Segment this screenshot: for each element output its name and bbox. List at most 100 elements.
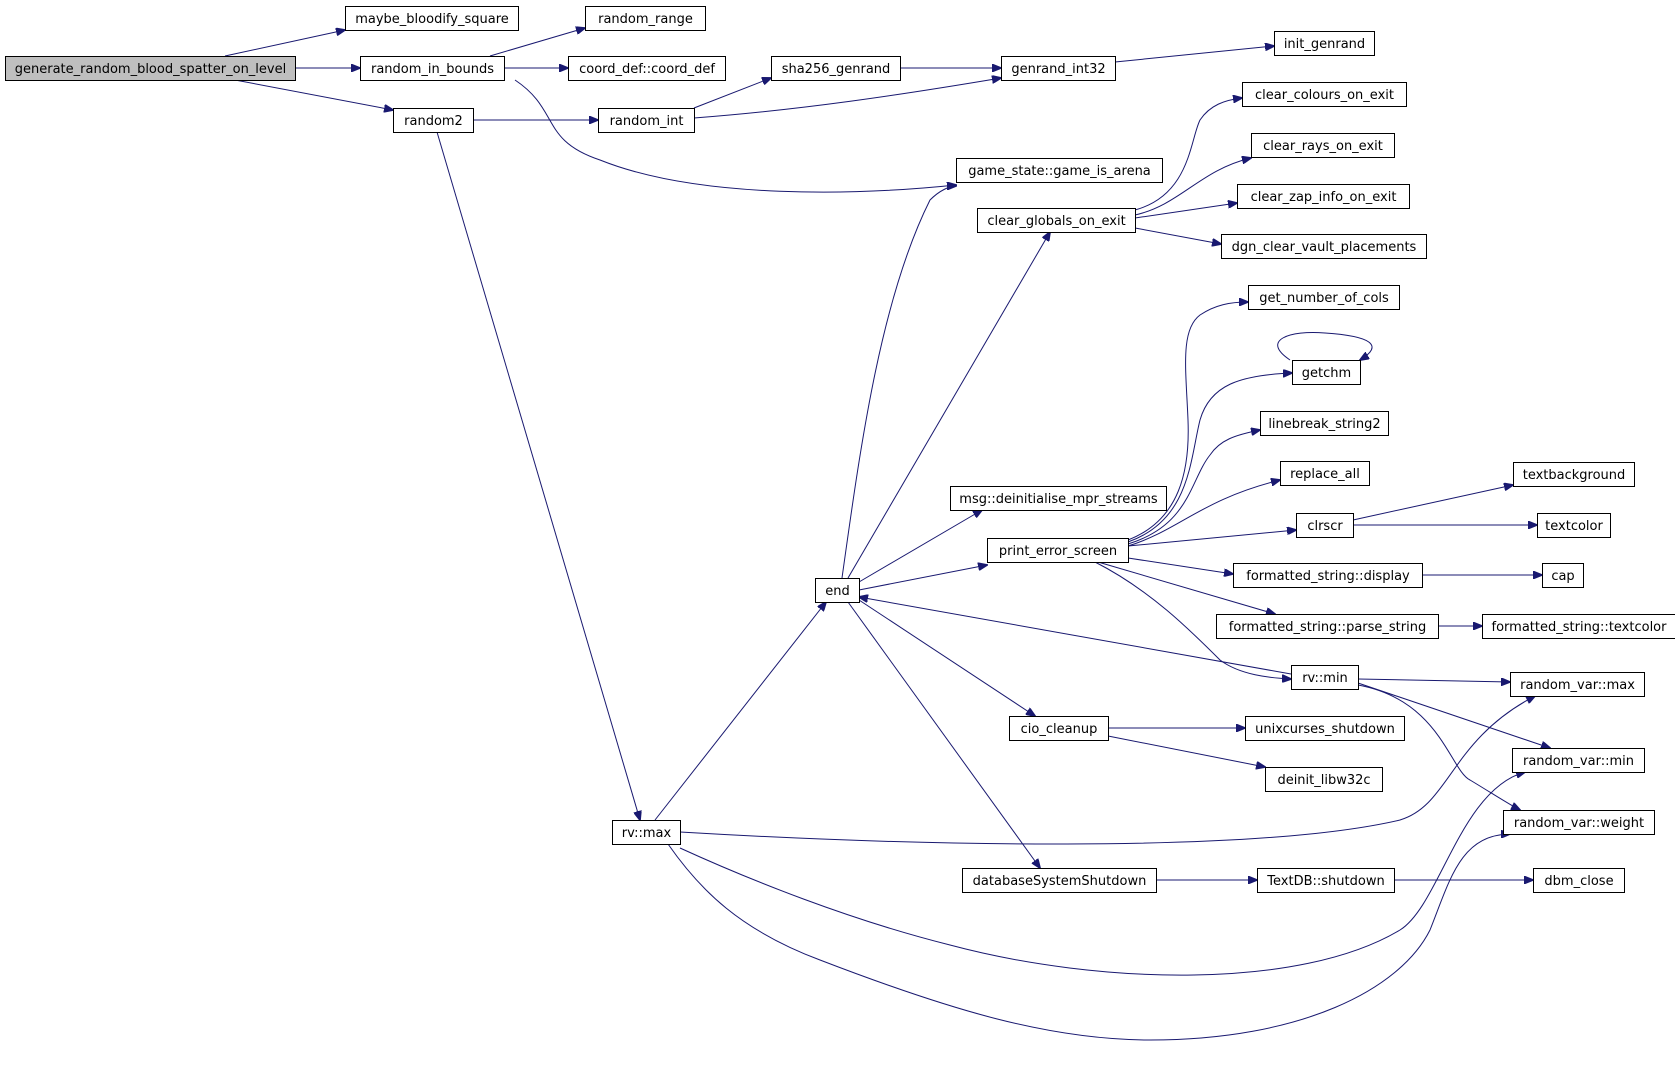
node-label: generate_random_blood_spatter_on_level: [15, 62, 286, 77]
node-end[interactable]: end: [815, 578, 860, 603]
node-box: [393, 108, 474, 133]
node-box: [1257, 868, 1395, 893]
node-box: [1251, 133, 1395, 158]
edge-print_error_screen-to-rv_min: [1094, 561, 1291, 679]
node-game_is_arena[interactable]: game_state::game_is_arena: [956, 158, 1163, 183]
node-cap[interactable]: cap: [1542, 563, 1584, 588]
node-box: [1512, 748, 1645, 773]
node-dgn_clear_vault_placements[interactable]: dgn_clear_vault_placements: [1221, 234, 1427, 259]
node-print_error_screen[interactable]: print_error_screen: [987, 538, 1129, 563]
node-label: coord_def::coord_def: [579, 62, 715, 77]
node-label: TextDB::shutdown: [1266, 874, 1384, 889]
node-unixcurses_shutdown[interactable]: unixcurses_shutdown: [1245, 716, 1405, 741]
node-generate_random_blood_spatter_on_level[interactable]: generate_random_blood_spatter_on_level: [5, 56, 296, 81]
node-fs_parse_string[interactable]: formatted_string::parse_string: [1216, 614, 1439, 639]
node-label: clrscr: [1307, 519, 1343, 534]
node-replace_all[interactable]: replace_all: [1280, 461, 1370, 486]
node-rv_min[interactable]: rv::min: [1291, 665, 1359, 690]
node-random_var_min[interactable]: random_var::min: [1512, 748, 1645, 773]
node-label: rv::max: [622, 826, 672, 841]
node-textdb_shutdown[interactable]: TextDB::shutdown: [1257, 868, 1395, 893]
node-textbackground[interactable]: textbackground: [1513, 462, 1635, 487]
edge-clear_globals_on_exit-to-clear_rays_on_exit: [1134, 158, 1251, 216]
node-random_var_max[interactable]: random_var::max: [1510, 672, 1645, 697]
edge-clrscr-to-textbackground: [1352, 485, 1513, 521]
node-label: clear_colours_on_exit: [1255, 88, 1394, 103]
node-random2[interactable]: random2: [393, 108, 474, 133]
node-coord_def[interactable]: coord_def::coord_def: [568, 56, 726, 81]
edge-rv_min-to-end: [859, 597, 1292, 675]
edge-end-to-databaseSystemShutdown: [847, 601, 1040, 868]
node-label: random_var::weight: [1514, 816, 1644, 831]
node-label: sha256_genrand: [782, 62, 891, 77]
node-label: cap: [1551, 569, 1574, 584]
node-clrscr[interactable]: clrscr: [1296, 513, 1354, 538]
edge-cio_cleanup-to-deinit_libw32c: [1107, 735, 1265, 767]
node-box: [1009, 716, 1109, 741]
node-box: [956, 158, 1163, 183]
edge-random2-to-rv_max: [436, 131, 640, 820]
node-box: [345, 6, 519, 31]
edge-getchm-to-getchm: [1277, 332, 1373, 360]
node-label: formatted_string::display: [1246, 569, 1410, 584]
node-random_int[interactable]: random_int: [598, 108, 695, 133]
edge-print_error_screen-to-clrscr: [1127, 530, 1296, 547]
node-random_var_weight[interactable]: random_var::weight: [1503, 810, 1655, 835]
node-box: [1274, 31, 1375, 56]
node-label: textbackground: [1523, 468, 1626, 483]
node-box: [1233, 563, 1423, 588]
edges: [224, 28, 1550, 1041]
edge-rv_max-to-random_var_max: [679, 696, 1535, 845]
node-label: random_in_bounds: [371, 62, 494, 77]
node-clear_globals_on_exit[interactable]: clear_globals_on_exit: [977, 208, 1136, 233]
node-linebreak_string2[interactable]: linebreak_string2: [1260, 411, 1389, 436]
edge-generate_random_blood_spatter_on_level-to-random2: [234, 79, 393, 110]
node-box: [585, 6, 706, 31]
node-getchm[interactable]: getchm: [1292, 360, 1361, 385]
node-label: print_error_screen: [999, 544, 1117, 559]
node-label: textcolor: [1545, 519, 1603, 534]
node-msg_deinit[interactable]: msg::deinitialise_mpr_streams: [950, 486, 1167, 511]
node-clear_zap_info_on_exit[interactable]: clear_zap_info_on_exit: [1237, 184, 1410, 209]
node-label: deinit_libw32c: [1277, 773, 1370, 788]
node-box: [360, 56, 505, 81]
node-maybe_bloodify_square[interactable]: maybe_bloodify_square: [345, 6, 519, 31]
node-random_range[interactable]: random_range: [585, 6, 706, 31]
edge-random_int-to-sha256_genrand: [693, 78, 771, 109]
node-box: [612, 820, 681, 845]
node-get_number_of_cols[interactable]: get_number_of_cols: [1248, 285, 1400, 310]
node-label: random_var::min: [1523, 754, 1634, 769]
node-dbm_close[interactable]: dbm_close: [1533, 868, 1625, 893]
node-box: [5, 56, 296, 81]
node-init_genrand[interactable]: init_genrand: [1274, 31, 1375, 56]
node-sha256_genrand[interactable]: sha256_genrand: [771, 56, 901, 81]
edge-rv_min-to-random_var_weight: [1357, 684, 1520, 810]
edge-rv_min-to-random_var_min: [1357, 682, 1550, 748]
node-box: [1260, 411, 1389, 436]
edge-rv_max-to-end: [654, 602, 826, 821]
node-label: replace_all: [1290, 467, 1360, 482]
node-box: [1280, 461, 1370, 486]
node-clear_rays_on_exit[interactable]: clear_rays_on_exit: [1251, 133, 1395, 158]
node-label: random_int: [610, 114, 684, 129]
node-databaseSystemShutdown[interactable]: databaseSystemShutdown: [962, 868, 1157, 893]
node-random_in_bounds[interactable]: random_in_bounds: [360, 56, 505, 81]
edge-print_error_screen-to-replace_all: [1127, 480, 1280, 547]
node-rv_max[interactable]: rv::max: [612, 820, 681, 845]
edge-clear_globals_on_exit-to-clear_colours_on_exit: [1134, 98, 1242, 211]
node-box: [1503, 810, 1655, 835]
edge-genrand_int32-to-init_genrand: [1114, 46, 1274, 63]
node-label: maybe_bloodify_square: [355, 12, 509, 27]
node-cio_cleanup[interactable]: cio_cleanup: [1009, 716, 1109, 741]
node-genrand_int32[interactable]: genrand_int32: [1001, 56, 1116, 81]
node-clear_colours_on_exit[interactable]: clear_colours_on_exit: [1242, 82, 1407, 107]
node-textcolor[interactable]: textcolor: [1537, 513, 1611, 538]
edge-random_int-to-genrand_int32: [693, 78, 1001, 119]
node-deinit_libw32c[interactable]: deinit_libw32c: [1265, 767, 1383, 792]
node-label: databaseSystemShutdown: [973, 874, 1147, 889]
edge-random_in_bounds-to-random_range: [489, 28, 585, 57]
node-fs_display[interactable]: formatted_string::display: [1233, 563, 1423, 588]
node-fs_textcolor[interactable]: formatted_string::textcolor: [1482, 614, 1675, 639]
edge-rv_min-to-random_var_max: [1357, 679, 1510, 682]
node-box: [1245, 716, 1405, 741]
